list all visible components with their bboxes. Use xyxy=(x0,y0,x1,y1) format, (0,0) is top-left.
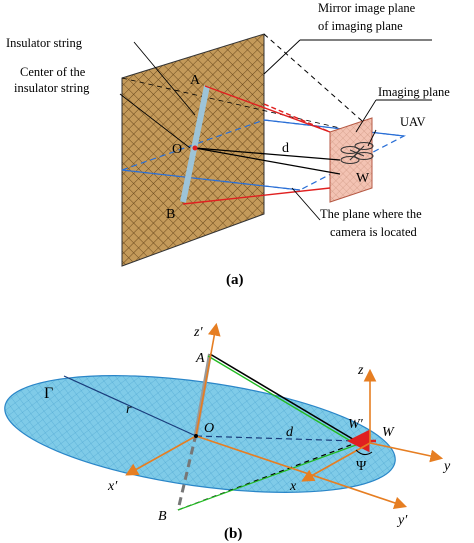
label-w-prime: W′ xyxy=(348,417,364,432)
uav-drone-icon xyxy=(340,142,374,164)
panel-a: Insulator string Center of the insulator… xyxy=(6,1,450,288)
point-w: W xyxy=(356,171,370,186)
label-z: z xyxy=(357,363,364,378)
leader-camera-plane xyxy=(291,187,321,221)
label-y-prime: y′ xyxy=(396,513,408,528)
mirror-dash-line xyxy=(121,77,341,129)
insulator-string-rod xyxy=(180,85,210,203)
leader-uav xyxy=(367,129,377,147)
green-line-a xyxy=(207,355,355,444)
radius-r-line xyxy=(63,375,197,437)
center-point-o xyxy=(192,145,198,151)
panel-b: Γ r O d A B W W′ Ψ x y z x′ y′ z′ (b) xyxy=(4,322,451,542)
leader-imaging xyxy=(355,99,377,133)
label-mirror-line2: of imaging plane xyxy=(318,19,403,33)
y-axis xyxy=(369,442,444,463)
caption-a: (a) xyxy=(226,272,244,288)
label-x-prime: x′ xyxy=(107,479,118,494)
label-imaging-plane: Imaging plane xyxy=(378,85,450,99)
point-o: O xyxy=(172,142,182,157)
leader-mirror xyxy=(263,39,301,75)
label-z-prime: z′ xyxy=(193,325,203,340)
label-y: y xyxy=(442,459,451,474)
psi-angle-arc xyxy=(355,449,373,456)
label-w: W xyxy=(382,425,395,440)
line-a-to-w xyxy=(209,353,357,442)
label-o: O xyxy=(204,421,214,436)
rod-lower-dashed xyxy=(176,433,198,511)
x-prime-axis xyxy=(125,435,197,476)
camera-plane-back-edge xyxy=(263,119,405,137)
label-center-line2: insulator string xyxy=(14,81,90,95)
origin-point-o xyxy=(194,434,198,438)
label-b: B xyxy=(158,509,167,524)
line-o-to-w xyxy=(195,435,357,442)
imaging-plane xyxy=(329,117,373,203)
x-axis xyxy=(301,442,371,482)
red-dashed-a xyxy=(263,103,331,133)
label-x: x xyxy=(289,479,297,494)
green-line-b xyxy=(177,444,357,511)
label-uav: UAV xyxy=(400,115,425,129)
point-d: d xyxy=(282,141,289,156)
label-camera-plane-line1: The plane where the xyxy=(320,207,422,221)
label-d: d xyxy=(286,425,294,440)
point-b: B xyxy=(166,207,175,222)
leader-insulator-string xyxy=(133,41,196,116)
z-prime-axis xyxy=(195,322,221,437)
label-a: A xyxy=(195,351,205,366)
plane-gamma-ellipse xyxy=(4,375,396,493)
label-mirror-line1: Mirror image plane xyxy=(318,1,416,15)
label-psi: Ψ xyxy=(356,459,367,474)
black-line-o-to-w xyxy=(194,147,341,161)
label-center-line1: Center of the xyxy=(20,65,86,79)
point-a: A xyxy=(190,73,201,88)
mirror-plane-outline xyxy=(263,33,371,129)
leader-center xyxy=(119,93,191,149)
label-camera-plane-line2: camera is located xyxy=(330,225,418,239)
black-line-o-to-w-lower xyxy=(194,147,341,175)
red-line-b-to-camera xyxy=(182,187,331,205)
label-r: r xyxy=(126,402,132,417)
label-insulator-string: Insulator string xyxy=(6,36,83,50)
camera-plane-front-edge xyxy=(121,169,301,191)
label-gamma: Γ xyxy=(44,385,53,402)
red-line-a-to-camera xyxy=(204,85,331,133)
caption-b: (b) xyxy=(224,526,242,542)
y-prime-axis xyxy=(195,435,408,510)
